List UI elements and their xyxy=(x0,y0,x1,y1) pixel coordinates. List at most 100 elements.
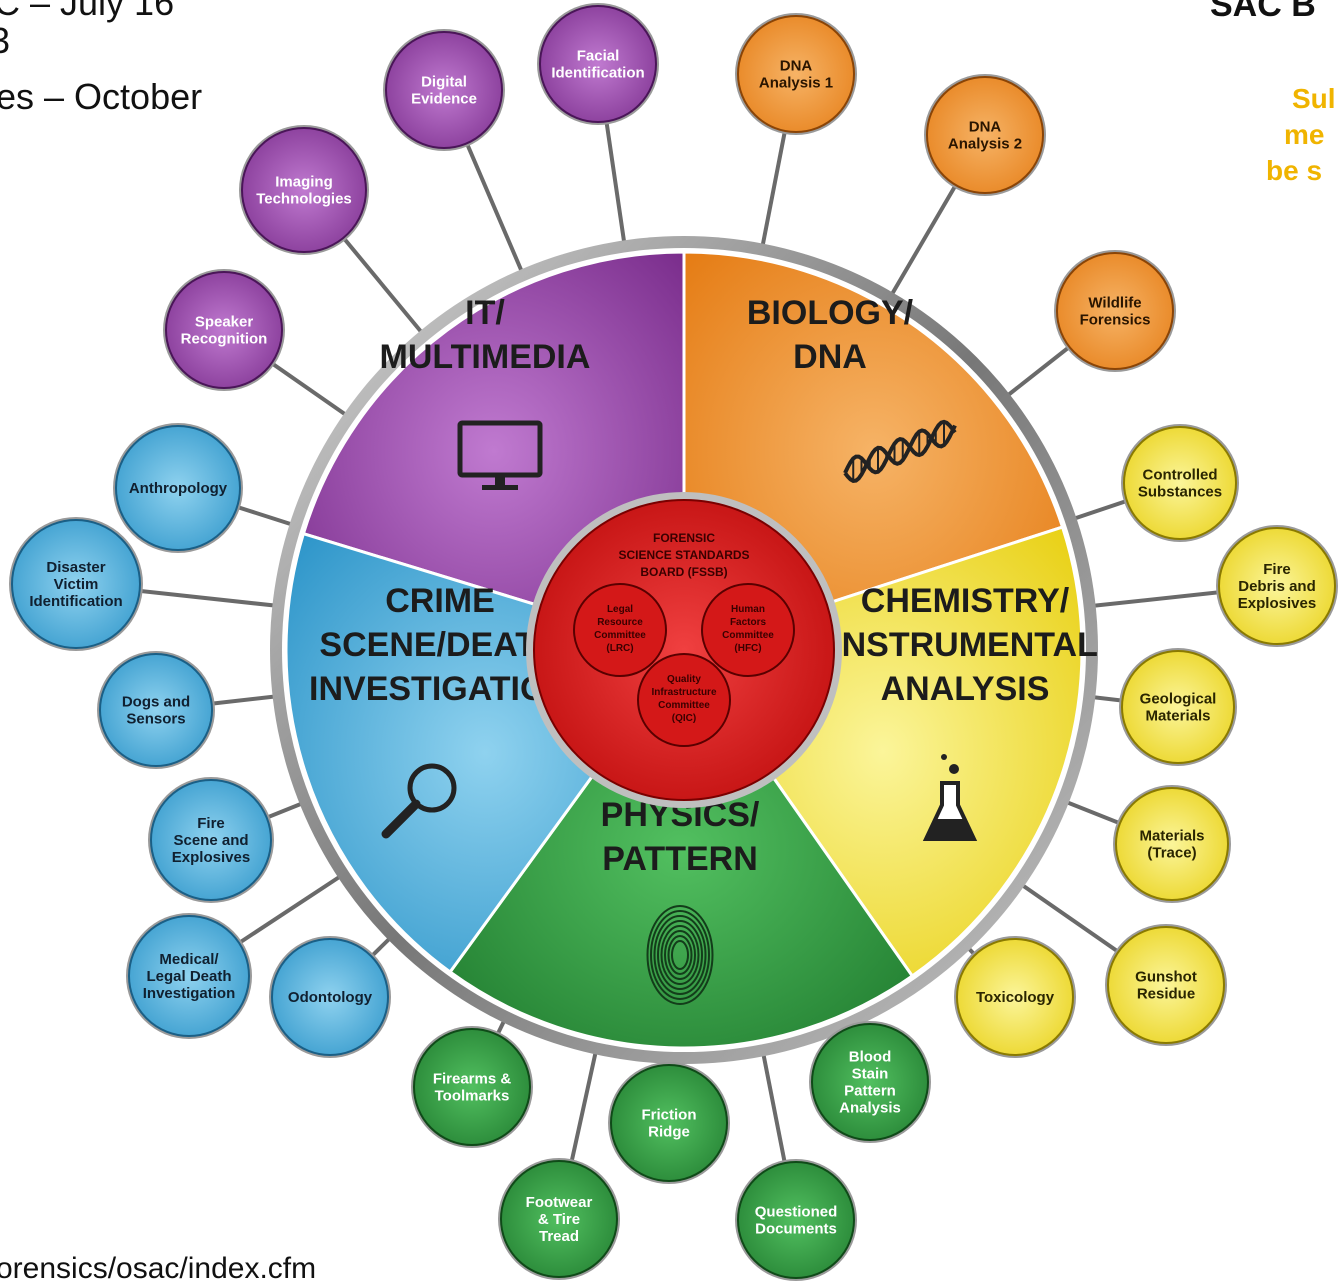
subcommittee-bubble[interactable]: Firearms &Toolmarks xyxy=(411,1026,533,1148)
subcommittee-label: DNA xyxy=(780,58,813,75)
bubble-circle xyxy=(271,938,389,1056)
subcommittee-label: Dogs and xyxy=(122,694,190,711)
subcommittee-label: Debris and xyxy=(1238,578,1316,595)
sector-label-crime: INVESTIGATION xyxy=(309,670,571,708)
subcommittee-label: Disaster xyxy=(46,559,105,576)
bubble-circle xyxy=(1123,426,1237,540)
committee-circle xyxy=(637,653,731,747)
sector-physics xyxy=(447,647,915,1050)
subcommittee-label: Stain xyxy=(852,1066,889,1083)
subcommittee-label: Wildlife xyxy=(1088,295,1141,312)
bubble-circle xyxy=(150,779,272,901)
dna-icon xyxy=(843,419,957,483)
bubble-circle xyxy=(926,76,1044,194)
bubble-circle xyxy=(500,1160,618,1278)
subcommittee-label: Questioned xyxy=(755,1204,838,1221)
subcommittee-label: DNA xyxy=(969,119,1002,136)
subcommittee-label: Analysis xyxy=(839,1100,901,1117)
subcommittee-label: Facial xyxy=(577,48,620,65)
subcommittee-label: Forensics xyxy=(1080,312,1151,329)
bubble-circle xyxy=(1107,926,1225,1044)
committee-label: (HFC) xyxy=(734,643,761,654)
slide-text-line-1: C – July 16 xyxy=(0,0,175,23)
bubble-circle xyxy=(165,271,283,389)
subcommittee-bubbles: FacialIdentificationDigitalEvidenceImagi… xyxy=(9,3,1338,1281)
bubble-circle xyxy=(811,1023,929,1141)
bubble-circle xyxy=(610,1064,728,1182)
sector-label-it: MULTIMEDIA xyxy=(380,338,591,376)
sector-label-crime: SCENE/DEATH xyxy=(319,626,560,664)
subcommittee-bubble[interactable]: Toxicology xyxy=(954,936,1076,1058)
sector-label-biology: BIOLOGY/ xyxy=(747,294,914,332)
subcommittee-label: Sensors xyxy=(126,711,185,728)
subcommittee-label: Fire xyxy=(197,815,225,832)
slide-orange-line-1: Sul xyxy=(1292,83,1336,114)
subcommittee-label: Medical/ xyxy=(159,951,219,968)
subcommittee-label: Technologies xyxy=(256,191,352,208)
subcommittee-bubble[interactable]: Materials(Trace) xyxy=(1113,785,1231,903)
subcommittee-label: Materials xyxy=(1139,828,1204,845)
subcommittee-label: Substances xyxy=(1138,484,1222,501)
subcommittee-label: Pattern xyxy=(844,1083,896,1100)
subcommittee-label: Toolmarks xyxy=(435,1088,510,1105)
subcommittee-label: Identification xyxy=(29,593,122,610)
magnifier-icon xyxy=(381,763,457,839)
committee-label: (QIC) xyxy=(672,713,696,724)
sector-label-chemistry: CHEMISTRY/ xyxy=(861,582,1070,620)
subcommittee-label: Speaker xyxy=(195,314,254,331)
bubble-circle xyxy=(1121,650,1235,764)
sector-label-chemistry: ANALYSIS xyxy=(881,670,1050,708)
slide-text-line-2: 3 xyxy=(0,20,11,61)
committee-label: (LRC) xyxy=(606,643,633,654)
fssb-title-line: FORENSIC xyxy=(653,531,715,545)
slide-text-line-3: es – October xyxy=(0,76,203,117)
subcommittee-label: (Trace) xyxy=(1147,845,1196,862)
subcommittee-label: Blood xyxy=(849,1049,892,1066)
subcommittee-label: Legal Death xyxy=(146,968,231,985)
subcommittee-label: Firearms & xyxy=(433,1071,512,1088)
sector-wheel: IT/MULTIMEDIABIOLOGY/DNACHEMISTRY/INSTRU… xyxy=(284,250,1098,1050)
bubble-circle xyxy=(99,653,213,767)
slide-url-text: orensics/osac/index.cfm xyxy=(0,1252,317,1285)
committee-label: Factors xyxy=(730,617,767,628)
slide-heading-right: SAC B xyxy=(1210,0,1316,24)
committee-label: Committee xyxy=(594,630,646,641)
bubble-circle xyxy=(413,1028,531,1146)
subcommittee-bubble[interactable]: Anthropology xyxy=(113,423,243,553)
center-hub-circle xyxy=(533,499,835,801)
subcommittee-bubble[interactable]: Odontology xyxy=(269,936,391,1058)
slide-orange-line-3: be s xyxy=(1266,155,1323,186)
bubble-circle xyxy=(1218,527,1336,645)
bubble-circle xyxy=(737,1161,855,1279)
monitor-icon xyxy=(457,420,543,490)
subcommittee-label: Identification xyxy=(551,65,644,82)
bubble-circle xyxy=(1056,252,1174,370)
subcommittee-label: Odontology xyxy=(288,989,373,1006)
subcommittee-label: Documents xyxy=(755,1221,837,1238)
fssb-title-line: BOARD (FSSB) xyxy=(640,565,727,579)
bubble-circle xyxy=(11,519,141,649)
subcommittee-label: Explosives xyxy=(172,849,250,866)
subcommittee-label: Victim xyxy=(54,576,99,593)
